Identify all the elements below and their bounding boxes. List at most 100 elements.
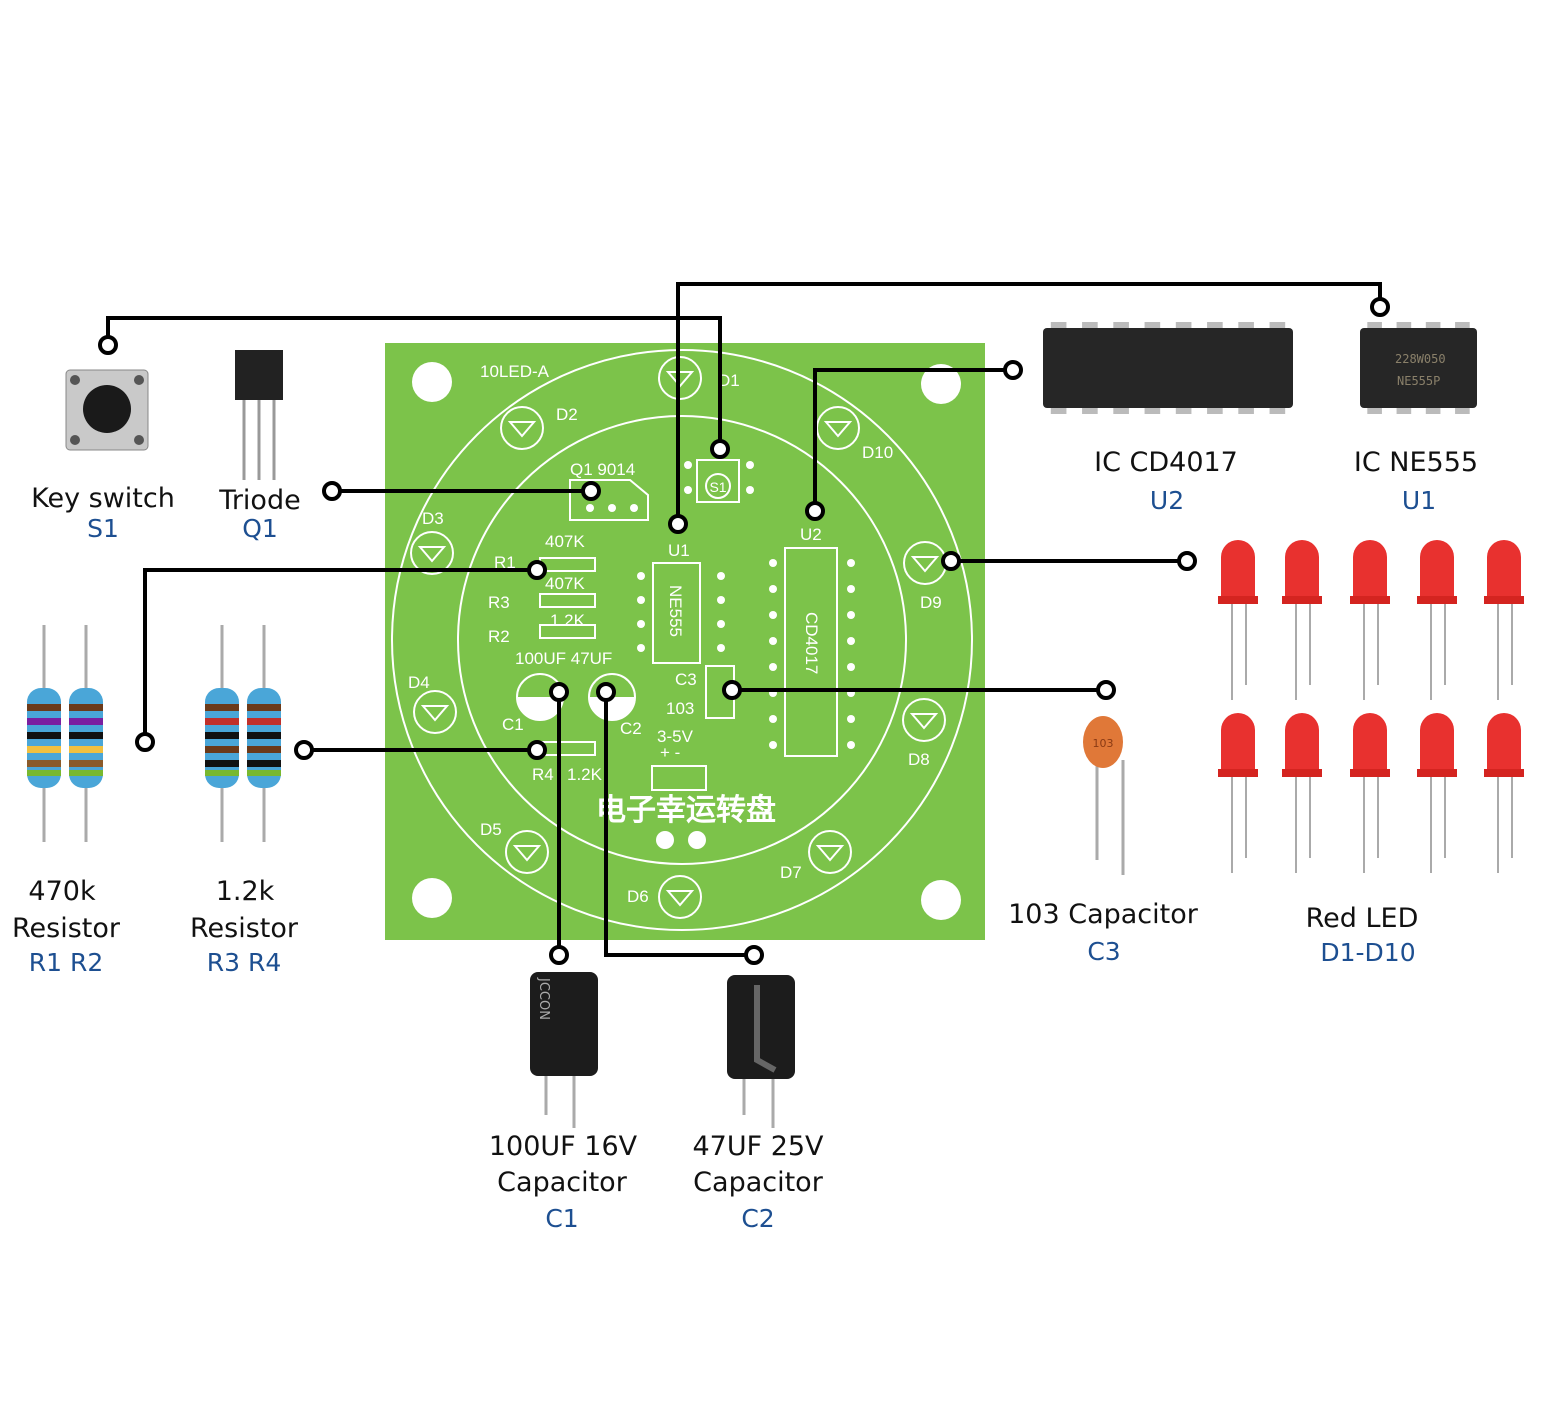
cd4017-image — [1043, 322, 1293, 414]
pcb-r1-label: R1 — [494, 553, 516, 572]
c2-ref: C2 — [741, 1204, 774, 1233]
red-led — [1282, 713, 1322, 873]
c1-image: JCCON — [530, 972, 598, 1128]
connector-line — [143, 568, 537, 742]
red-led — [1218, 540, 1258, 700]
pcb-u2-label: U2 — [800, 525, 822, 544]
r470k-label: Resistor — [12, 913, 121, 944]
pcb-led-label: D10 — [862, 443, 893, 462]
pcb-caps-values: 100UF 47UF — [515, 649, 612, 668]
connector-endpoint — [549, 682, 569, 702]
led-ref: D1-D10 — [1320, 938, 1415, 967]
r470k-ref: R1 R2 — [29, 948, 104, 977]
pcb-led-label: D3 — [422, 509, 444, 528]
c1-value: 100UF 16V — [489, 1131, 638, 1162]
connector-endpoint — [1003, 360, 1023, 380]
pcb-r3-value: 407K — [545, 574, 585, 593]
resistor — [69, 625, 103, 842]
pcb-led-footprint: D3 — [410, 509, 454, 575]
connector-endpoint — [549, 945, 569, 965]
c1-label: Capacitor — [497, 1167, 628, 1198]
connector-endpoint — [1370, 297, 1390, 317]
connector-endpoint — [668, 514, 688, 534]
connector-endpoint — [744, 945, 764, 965]
pcb-led-footprint: D5 — [480, 820, 549, 874]
connector-line — [106, 316, 722, 449]
pcb-title: 电子幸运转盘 — [596, 793, 776, 827]
triode-label: Triode — [218, 485, 300, 516]
key-switch-image — [65, 369, 149, 451]
pcb-board-name: 10LED-A — [480, 362, 550, 381]
red-led — [1484, 713, 1524, 873]
r470k-value: 470k — [28, 876, 96, 907]
pcb-r4-value: 1.2K — [567, 765, 603, 784]
connector-endpoint — [596, 682, 616, 702]
connector-endpoint — [1177, 551, 1197, 571]
connector-lines — [98, 282, 1390, 965]
connector-line — [813, 368, 1013, 511]
c3-ref: C3 — [1087, 937, 1120, 966]
pcb-led-footprint: D6 — [627, 875, 702, 919]
ne555-marking-2: NE555P — [1397, 374, 1440, 388]
connector-endpoint — [527, 740, 547, 760]
connector-line — [604, 692, 754, 957]
pcb-led-label: D2 — [556, 405, 578, 424]
pcb-led-footprint: D8 — [902, 698, 946, 769]
red-led — [1417, 713, 1457, 873]
connector-endpoint — [722, 680, 742, 700]
c3-label: 103 Capacitor — [1008, 899, 1199, 930]
connector-endpoint — [805, 501, 825, 521]
pcb-r3-label: R3 — [488, 593, 510, 612]
cd4017-ref: U2 — [1150, 486, 1184, 515]
pcb-board: 10LED-A Q1 9014 S1 U1 NE555 U2 CD4017 40… — [385, 343, 985, 940]
pcb-led-label: D7 — [780, 863, 802, 882]
pcb-q1-label: Q1 9014 — [570, 460, 635, 479]
ne555-ref: U1 — [1402, 486, 1436, 515]
mounting-holes — [412, 362, 961, 920]
c3-marking: 103 — [1093, 737, 1114, 750]
pcb-s1-label: S1 — [709, 479, 726, 495]
triode-ref: Q1 — [242, 514, 278, 543]
led-label: Red LED — [1306, 903, 1419, 934]
pcb-power-label: 3-5V — [657, 727, 694, 746]
red-led — [1218, 713, 1258, 873]
resistor — [27, 625, 61, 842]
connector-line — [676, 282, 1382, 524]
pcb-c3-label: C3 — [675, 670, 697, 689]
c2-label: Capacitor — [693, 1167, 824, 1198]
ne555-label: IC NE555 — [1354, 447, 1478, 478]
pcb-r4-label: R4 — [532, 765, 554, 784]
c1-ref: C1 — [545, 1204, 578, 1233]
pcb-led-label: D4 — [408, 673, 430, 692]
connector-endpoint — [1096, 680, 1116, 700]
pcb-c3-value: 103 — [666, 699, 694, 718]
connector-endpoint — [527, 560, 547, 580]
triode-image — [235, 350, 283, 480]
connector-endpoint — [98, 335, 118, 355]
r1-2k-value: 1.2k — [216, 876, 275, 907]
pcb-led-footprint: D4 — [408, 673, 457, 734]
pcb-led-footprint: D2 — [500, 405, 578, 450]
resistors-image — [27, 625, 281, 842]
red-led — [1282, 540, 1322, 700]
pcb-r2-value: 1.2K — [550, 611, 586, 630]
pcb-led-label: D6 — [627, 887, 649, 906]
ne555-marking-1: 228W050 — [1395, 352, 1446, 366]
ne555-image: 228W050 NE555P — [1360, 322, 1477, 414]
pcb-r1-value: 407K — [545, 532, 585, 551]
key-switch-label: Key switch — [31, 483, 175, 514]
red-led — [1484, 540, 1524, 700]
connector-endpoint — [135, 732, 155, 752]
pcb-led-label: D5 — [480, 820, 502, 839]
pcb-u1-chip: NE555 — [666, 585, 685, 637]
connector-endpoint — [581, 481, 601, 501]
pcb-u1-label: U1 — [668, 541, 690, 560]
key-switch-ref: S1 — [87, 514, 119, 543]
cd4017-label: IC CD4017 — [1094, 447, 1238, 478]
red-led — [1350, 713, 1390, 873]
pcb-r2-label: R2 — [488, 627, 510, 646]
red-led — [1350, 540, 1390, 700]
resistor — [205, 625, 239, 842]
connector-endpoint — [294, 740, 314, 760]
